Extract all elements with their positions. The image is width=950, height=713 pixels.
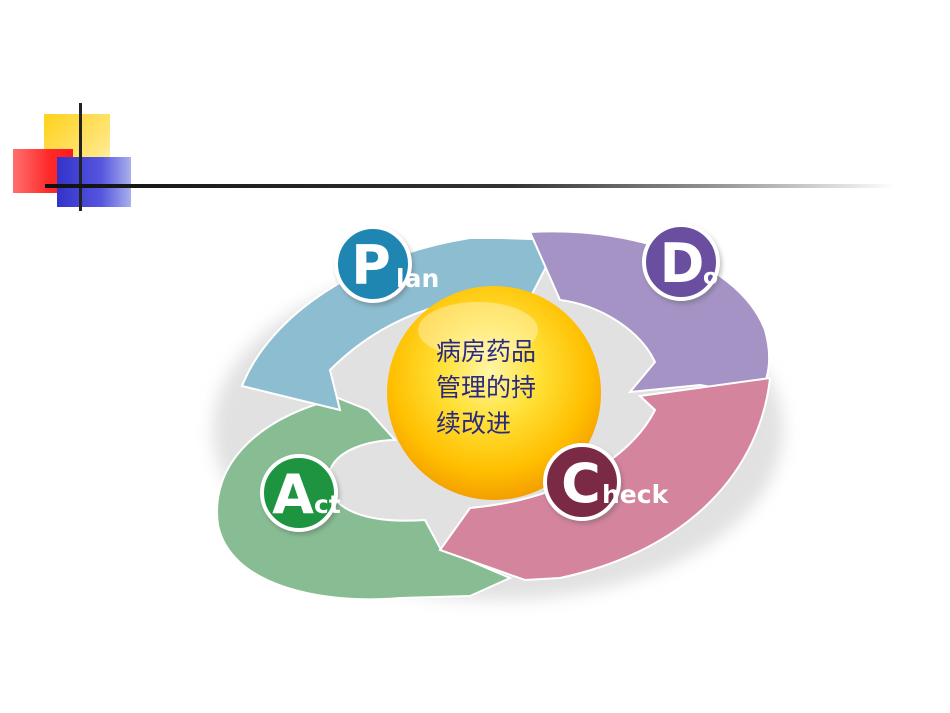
sphere-highlight: [418, 302, 538, 358]
plan-segment: [240, 237, 562, 412]
plan-badge: P lan: [334, 225, 439, 306]
decor-blue-square: [57, 157, 131, 207]
plan-badge-circle: [334, 225, 412, 303]
check-badge: C heck: [543, 443, 670, 524]
check-rest-text: heck: [602, 480, 670, 509]
center-sphere: [387, 286, 601, 500]
act-badge: A ct: [260, 454, 341, 535]
act-segment: [216, 396, 513, 601]
center-label-line-1: 病房药品: [436, 337, 537, 366]
decor-vertical-line: [79, 103, 82, 211]
do-rest-text: o: [703, 265, 718, 290]
center-label-line-2: 管理的持: [436, 373, 537, 402]
do-badge-circle: [642, 223, 720, 301]
plan-rest-text: lan: [396, 264, 439, 293]
do-badge: D o: [642, 223, 722, 304]
act-badge-circle: [260, 454, 338, 532]
title-divider-line: [45, 184, 895, 188]
check-badge-circle: [543, 443, 621, 521]
do-initial: D: [660, 232, 705, 295]
act-rest-text: ct: [314, 490, 341, 519]
check-initial: C: [561, 452, 601, 515]
plan-initial: P: [351, 234, 391, 297]
act-initial: A: [272, 463, 314, 526]
center-label-line-3: 续改进: [436, 409, 512, 438]
center-label: 病房药品 管理的持 续改进: [436, 334, 576, 442]
